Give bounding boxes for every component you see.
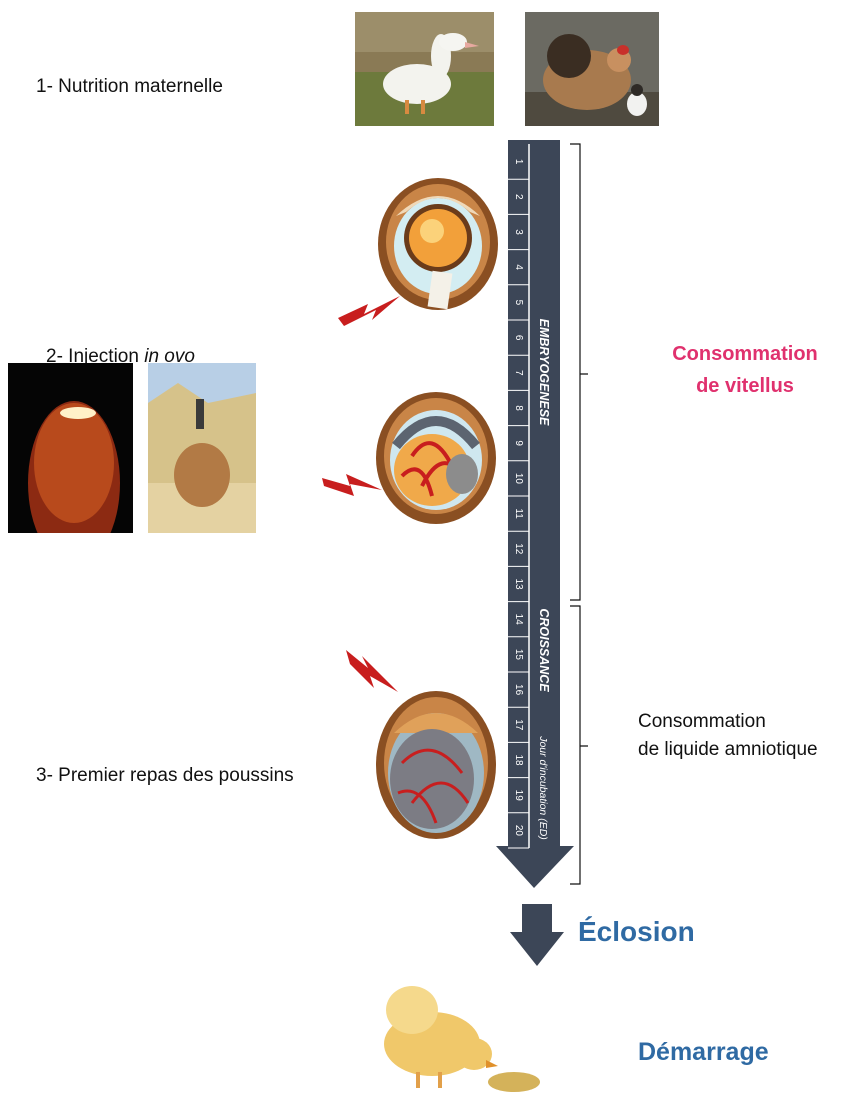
day-tick-label: 1	[513, 159, 524, 165]
step-3-label: 3- Premier repas des poussins	[36, 765, 294, 786]
phase-croissance-label: CROISSANCE	[537, 608, 551, 692]
chick-photo	[356, 982, 548, 1092]
day-tick-label: 6	[513, 335, 524, 341]
timeline-arrow	[496, 140, 574, 888]
vitellus-label-line2: de vitellus	[696, 375, 794, 397]
injection-bolt-1-icon	[338, 296, 400, 326]
amniotic-label-line2: de liquide amniotique	[638, 739, 818, 760]
day-tick-label: 2	[513, 194, 524, 200]
start-label: Démarrage	[638, 1038, 769, 1066]
amniotic-bracket	[570, 605, 588, 885]
egg-day18-illustration	[376, 691, 496, 839]
vitellus-bracket	[570, 143, 588, 601]
day-tick-label: 14	[513, 614, 524, 626]
timeline-axis-label: Jour d'incubation (ED)	[537, 735, 549, 840]
day-tick-label: 10	[513, 473, 524, 485]
step-2-label-text: 2- Injection	[46, 346, 145, 367]
candled-egg-photo	[8, 363, 133, 533]
hen-photo	[525, 12, 659, 126]
injection-photo	[148, 363, 256, 533]
hatch-label: Éclosion	[578, 916, 695, 947]
phase-brackets	[570, 143, 588, 885]
day-tick-label: 7	[513, 370, 524, 376]
hatch-arrow	[510, 904, 564, 966]
step-1-label: 1- Nutrition maternelle	[36, 76, 223, 97]
day-tick-label: 20	[513, 825, 524, 837]
duck-photo	[355, 12, 494, 126]
day-tick-label: 16	[513, 684, 524, 696]
day-tick-label: 4	[513, 264, 524, 270]
phase-embryogenese-label: EMBRYOGENESE	[537, 319, 551, 426]
injection-bolt-2-icon	[322, 474, 382, 496]
day-tick-label: 9	[513, 440, 524, 446]
step-2-label-italic: in ovo	[144, 346, 195, 367]
day-tick-label: 12	[513, 543, 524, 555]
amniotic-consumption-label: Consommation de liquide amniotique	[638, 708, 818, 764]
vitellus-label-line1: Consommation	[672, 343, 818, 365]
day-tick-label: 19	[513, 790, 524, 802]
injection-bolt-3-icon	[346, 650, 398, 692]
day-tick-label: 5	[513, 300, 524, 306]
step-2-label: 2- Injection in ovo	[46, 346, 195, 368]
day-tick-label: 8	[513, 405, 524, 411]
day-tick-label: 18	[513, 754, 524, 766]
day-tick-label: 15	[513, 649, 524, 661]
day-tick-label: 13	[513, 578, 524, 590]
day-tick-label: 3	[513, 229, 524, 235]
egg-day3-illustration	[378, 178, 498, 310]
egg-day9-illustration	[376, 392, 496, 524]
day-tick-label: 17	[513, 719, 524, 731]
vitellus-consumption-label: Consommation de vitellus	[650, 338, 840, 402]
day-tick-label: 11	[513, 508, 524, 519]
amniotic-label-line1: Consommation	[638, 711, 766, 732]
